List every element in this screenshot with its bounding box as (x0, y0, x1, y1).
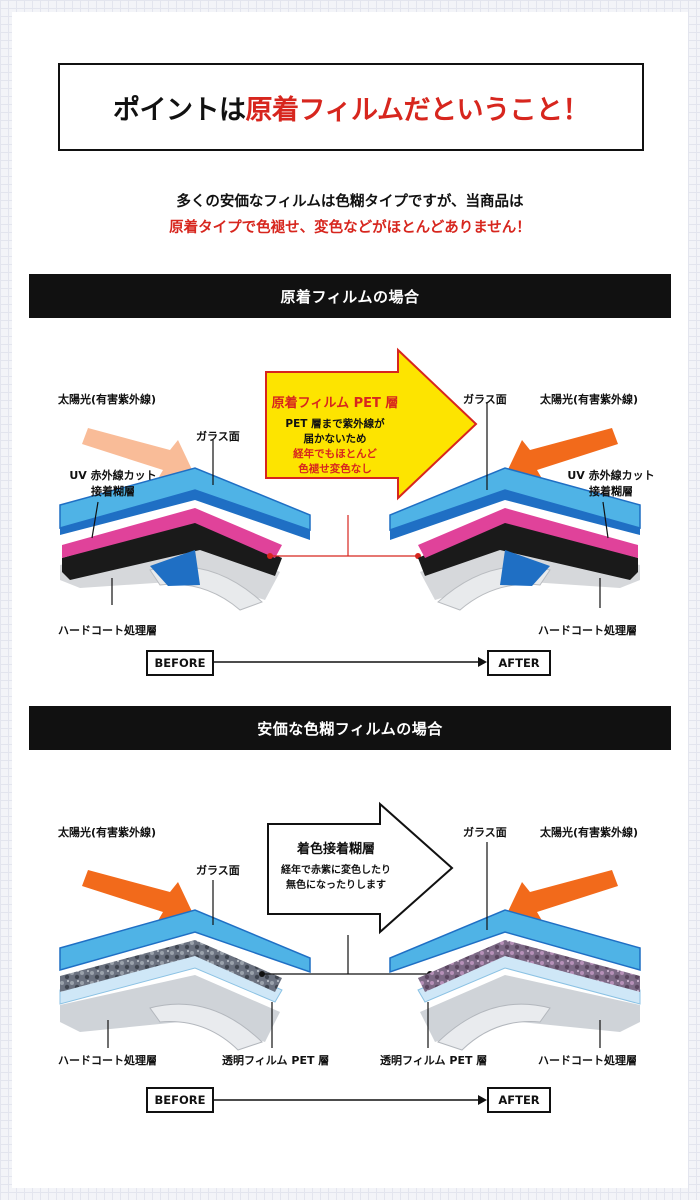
s1-callout-line3: 経年でもほとんど (293, 448, 377, 460)
section2-title: 安価な色糊フィルムの場合 (257, 719, 443, 738)
s2-sun-ray-left-icon (82, 870, 196, 924)
s1-before-tag: BEFORE (146, 650, 214, 676)
pink-layer-right (418, 508, 638, 558)
s1-callout-line1: PET 層まで紫外線が (285, 418, 385, 430)
section1-title: 原着フィルムの場合 (280, 287, 420, 306)
s2-pet-curve-right (437, 1003, 551, 1051)
intro-line-1: 多くの安価なフィルムは色糊タイプですが、当商品は (176, 194, 524, 210)
s1-uv-left-line2: 接着糊層 (91, 485, 135, 498)
s1-callout-line4: 色褪せ変色なし (298, 463, 372, 475)
s2-glass-left (59, 909, 311, 974)
section1-diagram (59, 347, 641, 667)
section1-title-band: 原着フィルムの場合 (29, 274, 671, 318)
s1-callout: 原着フィルム PET 層 PET 層まで紫外線が 届かないため 経年でもほとんど… (270, 392, 400, 477)
section2-callout-arrow (267, 801, 454, 935)
s1-sun-right-label: 太陽光(有害紫外線) (540, 393, 639, 406)
glass-right (389, 467, 641, 532)
headline-prefix: ポイントは (113, 94, 246, 126)
s1-uv-right-line2: 接着糊層 (589, 485, 633, 498)
s1-sun-left-label: 太陽光(有害紫外線) (58, 393, 157, 406)
s2-callout-line2: 無色になったりします (286, 880, 386, 891)
s1-uv-right-line1: UV 赤外線カット (567, 469, 655, 482)
s2-sun-right-label: 太陽光(有害紫外線) (540, 826, 639, 839)
s2-callout: 着色接着糊層 経年で赤紫に変色したり 無色になったりします (272, 838, 400, 893)
s2-after-tag: AFTER (487, 1087, 551, 1113)
s2-before-tag: BEFORE (146, 1087, 214, 1113)
sun-ray-left-icon (82, 428, 196, 482)
pet-layer-left (150, 550, 200, 586)
section2-title-band: 安価な色糊フィルムの場合 (29, 706, 671, 750)
sun-ray-right-icon (504, 428, 618, 482)
headline-highlight: 原着フィルムだということ！ (245, 94, 590, 126)
s1-glass-right-label: ガラス面 (463, 393, 507, 406)
s2-pet-left-label: 透明フィルム PET 層 (222, 1054, 330, 1067)
s1-uv-left-label: UV 赤外線カット 接着糊層 (58, 468, 168, 500)
s1-uv-left-line1: UV 赤外線カット (69, 469, 157, 482)
glass-left (59, 467, 311, 532)
s1-hardcoat-right-label: ハードコート処理層 (538, 624, 637, 637)
headline-box: ポイントは原着フィルムだということ！ (58, 63, 644, 151)
s2-mottled-layer-left (60, 940, 282, 992)
s2-sun-ray-right-icon (504, 870, 618, 924)
s1-glass-left-label: ガラス面 (196, 430, 240, 443)
section2-diagram (59, 801, 641, 1105)
s2-hardcoat-left-label: ハードコート処理層 (58, 1054, 157, 1067)
s1-callout-line2: 届かないため (303, 433, 367, 445)
s1-uv-right-label: UV 赤外線カット 接着糊層 (556, 468, 666, 500)
s2-pet-right-label: 透明フィルム PET 層 (380, 1054, 488, 1067)
s2-callout-line1: 経年で赤紫に変色したり (281, 865, 391, 876)
s2-glass-right (389, 909, 641, 974)
s2-glass-right-label: ガラス面 (463, 826, 507, 839)
section1-callout-arrow (265, 347, 478, 501)
pet-layer-right (500, 550, 550, 586)
s2-pet-curve-left (149, 1003, 263, 1051)
s2-mottled-layer-right (418, 940, 640, 992)
s1-hardcoat-left-label: ハードコート処理層 (58, 624, 157, 637)
s1-callout-title: 原着フィルム PET 層 (271, 396, 399, 411)
s2-hardcoat-right-label: ハードコート処理層 (538, 1054, 637, 1067)
s2-glass-left-label: ガラス面 (196, 864, 240, 877)
s2-callout-title: 着色接着糊層 (296, 842, 375, 857)
intro-line-2: 原着タイプで色褪せ、変色などがほとんどありません！ (169, 220, 531, 236)
s2-sun-left-label: 太陽光(有害紫外線) (58, 826, 157, 839)
pink-layer-left (62, 508, 282, 558)
s1-after-tag: AFTER (487, 650, 551, 676)
